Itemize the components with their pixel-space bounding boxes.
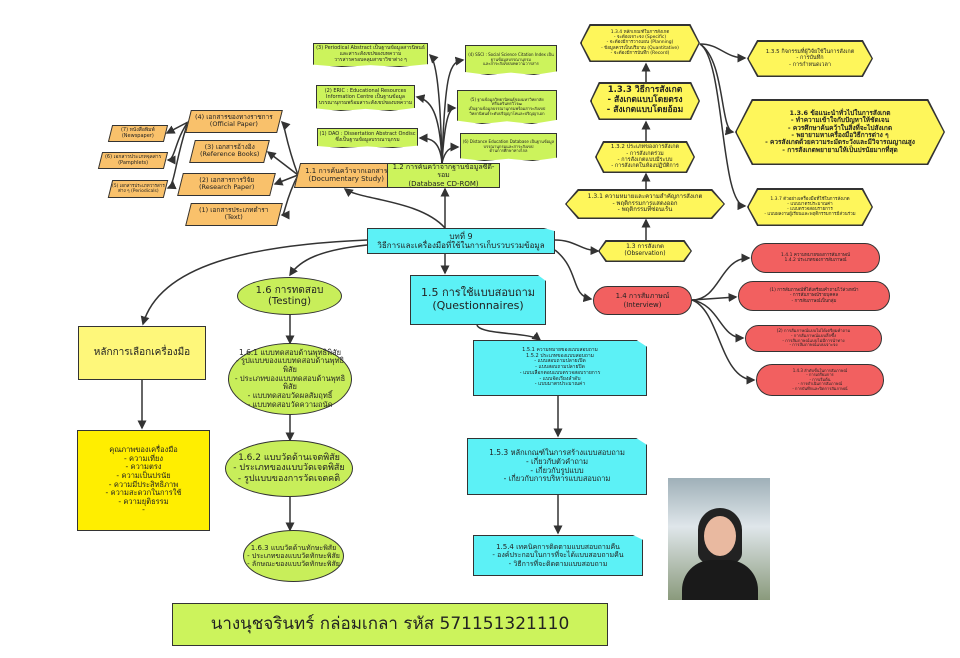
testing-node: 1.6 การทดสอบ (Testing): [237, 277, 342, 315]
interview-item: 1.4.1 ความหมายของการสัมภาษณ์ 1.4.2 ประเภ…: [751, 243, 880, 273]
node-label: (4) เอกสารของทางราชการ (Official Paper): [195, 113, 273, 129]
node-label: (1) DAO : Dissertation Abstract Ondisc ซ…: [319, 131, 416, 143]
interview-node: 1.4 การสัมภาษณ์ (Interview): [593, 286, 692, 315]
questionnaire-1-5-1: 1.5.1 ความหมายของแบบสอบถาม 1.5.2 ประเภทข…: [473, 340, 647, 396]
eric-node: (2) ERIC : Educational Resources Informa…: [316, 85, 415, 111]
observation-1-3-1: 1.3.1 ความหมายและความสำคัญการสังเกต - พฤ…: [565, 189, 725, 219]
chapter-title: บทที่ 9: [449, 231, 473, 241]
node-label: 1.6.1 แบบทดสอบด้านพุทธิพิสัย - รูปแบบของ…: [234, 347, 346, 409]
observation-1-3-7: 1.3.7 ตัวอย่างเครื่องมือที่ใช้ในการสังเก…: [747, 188, 873, 226]
official-paper-node: (4) เอกสารของทางราชการ (Official Paper): [185, 110, 283, 133]
newspaper-node: (7) หนังสือพิมพ์ (Newspaper): [107, 125, 169, 142]
node-label: 1.4.3 ลำดับขั้นในการสัมภาษณ์ - การเตรียม…: [792, 367, 848, 391]
tool-quality-node: คุณภาพของเครื่องมือ - ความเที่ยง - ความต…: [77, 430, 210, 531]
node-label: (1) การสัมภาษณ์ที่ได้เตรียมคำถามไว้ล่วงห…: [769, 288, 859, 304]
text-node: (1) เอกสารประเภทตำรา (Text): [185, 203, 283, 226]
observation-1-3-4: 1.3.4 หลักเกณฑ์ในการสังเกต - จะต้องเจาะจ…: [580, 24, 700, 62]
node-label: 1.3.6 ข้อแนะนำทั่วไปในการสังเกต - ทำความ…: [765, 108, 915, 154]
database-node: 1.2 การค้นคว้าจากฐานข้อมูลซีดี-รอม (Data…: [387, 163, 500, 188]
node-label: (3) Periodical Abstract เป็นฐานข้อมูลสาร…: [316, 45, 425, 63]
interview-item: (1) การสัมภาษณ์ที่ได้เตรียมคำถามไว้ล่วงห…: [738, 281, 890, 311]
node-label: 1.3.2 ประเภทของการสังเกต - การสังเกตร่วม…: [610, 144, 680, 170]
node-label: 1.3.5 กิจกรรมที่ผู้วิจัยใช้ในการสังเกต -…: [765, 49, 855, 68]
student-name-banner: นางนุชจรินทร์ กล่อมเกลา รหัส 57115132111…: [172, 603, 608, 646]
node-label: หลักการเลือกเครื่องมือ: [93, 347, 191, 359]
periodical-abstract-node: (3) Periodical Abstract เป็นฐานข้อมูลสาร…: [313, 43, 428, 67]
chapter-subtitle: วิธีการและเครื่องมือที่ใช้ในการเก็บรวบรว…: [377, 241, 545, 250]
tool-selection-node: หลักการเลือกเครื่องมือ: [78, 326, 206, 380]
node-label: 1.5.1 ความหมายของแบบสอบถาม 1.5.2 ประเภทข…: [519, 346, 601, 388]
swu-thesis-node: (5) ฐานข้อมูลวิทยานิพนธ์ของมหาวิทยาลัยศร…: [457, 90, 557, 124]
node-label: 1.6.3 แบบวัดด้านทักษะพิสัย - ประเภทของแบ…: [247, 543, 340, 569]
node-label: 1.3 การสังเกต (Observation): [624, 243, 666, 257]
node-label: (5) ฐานข้อมูลวิทยานิพนธ์ของมหาวิทยาลัยศร…: [468, 96, 546, 116]
node-label: 1.4.1 ความหมายของการสัมภาษณ์ 1.4.2 ประเภ…: [781, 252, 850, 263]
questionnaire-node: 1.5 การใช้แบบสอบถาม (Questionnaires): [410, 275, 546, 325]
observation-node: 1.3 การสังเกต (Observation): [598, 240, 692, 262]
interview-item: 1.4.3 ลำดับขั้นในการสัมภาษณ์ - การเตรียม…: [756, 364, 884, 396]
testing-1-6-3: 1.6.3 แบบวัดด้านทักษะพิสัย - ประเภทของแบ…: [243, 530, 344, 582]
node-label: (5) เอกสารประเภทวารสาร ต่าง ๆ (Periodica…: [111, 183, 165, 194]
pamphlets-node: (6) เอกสารประเภทจุลสาร (Pamphlets): [97, 152, 169, 169]
interview-item: (2) การสัมภาษณ์แบบไม่ได้เตรียมคำถาม - กา…: [745, 325, 882, 352]
reference-books-node: (3) เอกสารอ้างอิง (Reference Books): [189, 140, 270, 163]
node-label: (6) เอกสารประเภทจุลสาร (Pamphlets): [104, 153, 162, 166]
node-label: 1.1 การค้นคว้าจากเอกสาร (Documentary Stu…: [304, 167, 388, 184]
testing-1-6-1: 1.6.1 แบบทดสอบด้านพุทธิพิสัย - รูปแบบของ…: [228, 343, 352, 415]
observation-1-3-5: 1.3.5 กิจกรรมที่ผู้วิจัยใช้ในการสังเกต -…: [747, 40, 873, 77]
student-photo: [668, 478, 770, 600]
node-label: 1.5.3 หลักเกณฑ์ในการสร้างแบบสอบถาม - เกี…: [489, 448, 625, 484]
node-label: (3) เอกสารอ้างอิง (Reference Books): [199, 143, 260, 159]
node-label: (2) เอกสารการวิจัย (Research Paper): [198, 176, 255, 192]
questionnaire-1-5-4: 1.5.4 เทคนิคการติดตามแบบสอบถามคืน - องค์…: [473, 535, 643, 576]
student-name: นางนุชจรินทร์ กล่อมเกลา รหัส 57115132111…: [210, 613, 570, 634]
observation-1-3-6: 1.3.6 ข้อแนะนำทั่วไปในการสังเกต - ทำความ…: [735, 99, 945, 165]
questionnaire-1-5-3: 1.5.3 หลักเกณฑ์ในการสร้างแบบสอบถาม - เกี…: [467, 438, 647, 495]
node-label: (7) หนังสือพิมพ์ (Newspaper): [121, 126, 155, 139]
distance-education-node: (6) Distance Education Database เป็นฐานข…: [460, 133, 557, 161]
periodicals-node: (5) เอกสารประเภทวารสาร ต่าง ๆ (Periodica…: [107, 180, 169, 198]
node-label: 1.3.7 ตัวอย่างเครื่องมือที่ใช้ในการสังเก…: [764, 196, 856, 218]
node-label: (2) ERIC : Educational Resources Informa…: [318, 88, 413, 106]
node-label: 1.3.4 หลักเกณฑ์ในการสังเกต - จะต้องเจาะจ…: [601, 30, 679, 56]
node-label: (1) เอกสารประเภทตำรา (Text): [199, 206, 269, 222]
node-label: 1.2 การค้นคว้าจากฐานข้อมูลซีดี-รอม (Data…: [392, 163, 495, 188]
testing-1-6-2: 1.6.2 แบบวัดด้านเจตพิสัย - ประเภทของแบบว…: [225, 440, 353, 497]
node-label: (6) Distance Education Database เป็นฐานข…: [462, 139, 555, 154]
node-label: 1.6 การทดสอบ (Testing): [255, 284, 324, 308]
ssci-node: (4) SSCI : Social Science Citation Index…: [465, 45, 557, 75]
node-label: (4) SSCI : Social Science Citation Index…: [468, 52, 554, 67]
node-label: (2) การสัมภาษณ์แบบไม่ได้เตรียมคำถาม - กา…: [776, 327, 851, 348]
node-label: 1.5 การใช้แบบสอบถาม (Questionnaires): [420, 286, 536, 312]
node-label: 1.6.2 แบบวัดด้านเจตพิสัย - ประเภทของแบบว…: [233, 452, 345, 484]
observation-1-3-3: 1.3.3 วิธีการสังเกต - สังเกตแบบโดยตรง - …: [590, 82, 700, 120]
documentary-study-node: 1.1 การค้นคว้าจากเอกสาร (Documentary Stu…: [293, 163, 399, 188]
observation-1-3-2: 1.3.2 ประเภทของการสังเกต - การสังเกตร่วม…: [595, 141, 695, 173]
research-paper-node: (2) เอกสารการวิจัย (Research Paper): [177, 173, 276, 196]
dao-node: (1) DAO : Dissertation Abstract Ondisc ซ…: [317, 128, 418, 148]
node-label: คุณภาพของเครื่องมือ - ความเที่ยง - ความต…: [105, 445, 182, 515]
node-label: 1.3.1 ความหมายและความสำคัญการสังเกต - พฤ…: [587, 192, 703, 214]
node-label: 1.5.4 เทคนิคการติดตามแบบสอบถามคืน - องค์…: [492, 543, 624, 568]
node-label: 1.4 การสัมภาษณ์ (Interview): [615, 292, 670, 309]
node-label: 1.3.3 วิธีการสังเกต - สังเกตแบบโดยตรง - …: [606, 85, 684, 115]
